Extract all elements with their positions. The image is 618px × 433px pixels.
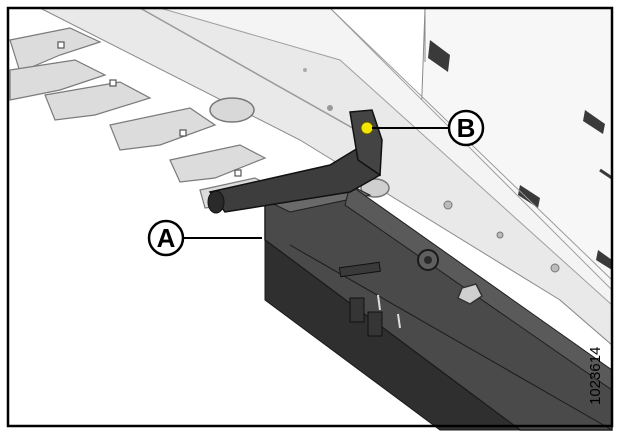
figure-frame: [6, 6, 614, 428]
figure-number: 1023614: [587, 347, 604, 405]
highlight-dot: [360, 121, 374, 135]
dark-bracket-assembly: [263, 184, 613, 431]
angled-lever: [207, 109, 383, 214]
callout-b: B: [372, 109, 485, 147]
callout-a: A: [147, 219, 262, 257]
callout-a-label: A: [157, 223, 176, 253]
callout-b-label: B: [457, 113, 476, 143]
